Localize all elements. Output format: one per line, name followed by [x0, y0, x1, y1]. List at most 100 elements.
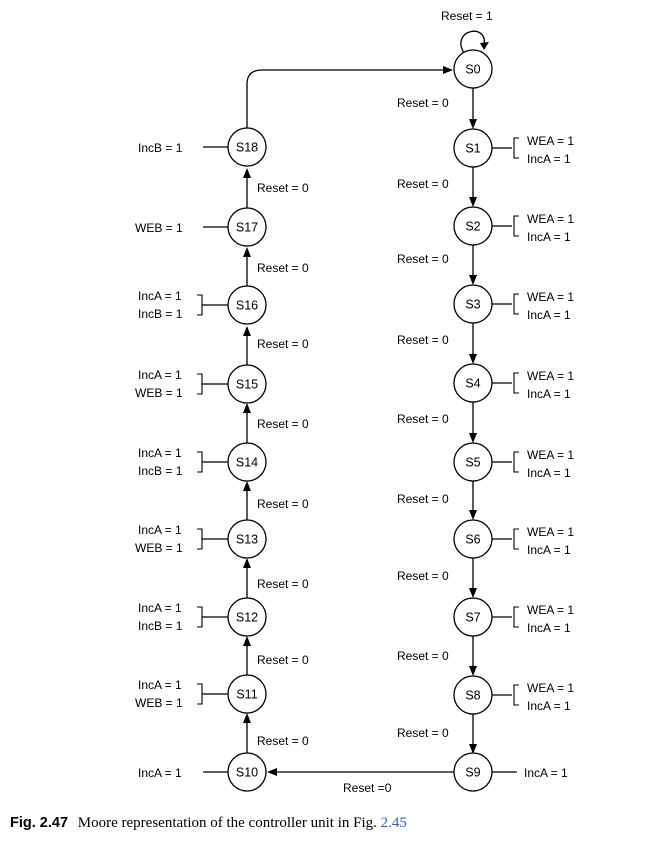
svg-text:IncA = 1: IncA = 1 [527, 543, 571, 557]
svg-text:S15: S15 [236, 378, 258, 392]
state-s7: S7 [453, 597, 493, 637]
label-s1-s2: Reset = 0 [397, 177, 449, 191]
state-s16: S16 [227, 285, 267, 325]
outputs-s14: IncA = 1 IncB = 1 [138, 446, 228, 478]
state-s0: S0 [453, 49, 493, 89]
state-s18: S18 [227, 127, 267, 167]
svg-text:IncA = 1: IncA = 1 [527, 230, 571, 244]
svg-text:S0: S0 [465, 63, 480, 77]
state-s13: S13 [227, 519, 267, 559]
state-s14: S14 [227, 442, 267, 482]
svg-text:S17: S17 [236, 221, 258, 235]
arrowhead-s10 [267, 768, 277, 776]
arrowhead-s6 [469, 510, 477, 520]
svg-text:S11: S11 [236, 688, 257, 702]
outputs-s5: WEA = 1 IncA = 1 [492, 448, 574, 480]
self-loop-arrow [460, 30, 485, 54]
figure-reference-link[interactable]: 2.45 [380, 815, 407, 831]
state-s11: S11 [227, 674, 267, 714]
state-s2: S2 [453, 206, 493, 246]
self-loop-arrowhead [480, 42, 489, 50]
svg-text:WEB = 1: WEB = 1 [135, 541, 183, 555]
outputs-s9: IncA = 1 [492, 766, 568, 780]
svg-text:S13: S13 [236, 533, 258, 547]
self-loop-label: Reset = 1 [441, 9, 493, 23]
outputs-s2: WEA = 1 IncA = 1 [492, 212, 574, 244]
outputs-s12: IncA = 1 IncB = 1 [138, 601, 228, 633]
outputs-s3: WEA = 1 IncA = 1 [492, 290, 574, 322]
label-s9-s10: Reset =0 [343, 781, 392, 795]
svg-text:S1: S1 [465, 142, 480, 156]
arrowhead-s4 [469, 354, 477, 364]
svg-text:IncA = 1: IncA = 1 [138, 446, 182, 460]
label-s17-s18: Reset = 0 [257, 181, 309, 195]
arrowhead-s5 [469, 433, 477, 443]
svg-text:WEB = 1: WEB = 1 [135, 221, 183, 235]
label-s5-s6: Reset = 0 [397, 492, 449, 506]
svg-text:S14: S14 [236, 456, 258, 470]
state-s5: S5 [453, 442, 493, 482]
state-s12: S12 [227, 597, 267, 637]
arrowhead-s15 [243, 403, 251, 413]
figure-caption: Fig. 2.47 Moore representation of the co… [10, 815, 407, 832]
outputs-s1: WEA = 1 IncA = 1 [492, 134, 574, 166]
state-s6: S6 [453, 519, 493, 559]
arrowhead-s1 [469, 119, 477, 129]
label-s11-s12: Reset = 0 [257, 653, 309, 667]
arrowhead-s14 [243, 481, 251, 491]
label-s2-s3: Reset = 0 [397, 252, 449, 266]
svg-text:WEA = 1: WEA = 1 [527, 603, 574, 617]
arrowhead-s3 [469, 275, 477, 285]
svg-text:S8: S8 [465, 689, 480, 703]
label-s3-s4: Reset = 0 [397, 333, 449, 347]
svg-text:IncA = 1: IncA = 1 [527, 466, 571, 480]
svg-text:IncA = 1: IncA = 1 [138, 601, 182, 615]
svg-text:IncA = 1: IncA = 1 [527, 152, 571, 166]
svg-text:S9: S9 [465, 766, 480, 780]
svg-text:IncA = 1: IncA = 1 [524, 766, 568, 780]
svg-text:WEA = 1: WEA = 1 [527, 290, 574, 304]
svg-text:WEA = 1: WEA = 1 [527, 134, 574, 148]
svg-text:WEA = 1: WEA = 1 [527, 525, 574, 539]
svg-text:WEB = 1: WEB = 1 [135, 386, 183, 400]
label-s8-s9: Reset = 0 [397, 726, 449, 740]
outputs-s13: IncA = 1 WEB = 1 [135, 523, 228, 555]
state-s9: S9 [453, 752, 493, 792]
svg-text:S16: S16 [236, 299, 258, 313]
caption-text: Moore representation of the controller u… [77, 815, 377, 831]
label-s16-s17: Reset = 0 [257, 261, 309, 275]
outputs-s11: IncA = 1 WEB = 1 [135, 678, 228, 710]
label-s14-s15: Reset = 0 [257, 417, 309, 431]
state-s4: S4 [453, 363, 493, 403]
label-s12-s13: Reset = 0 [257, 577, 309, 591]
svg-text:IncA = 1: IncA = 1 [527, 699, 571, 713]
svg-text:IncA = 1: IncA = 1 [138, 289, 182, 303]
arrowhead-s11 [243, 713, 251, 723]
svg-text:IncB = 1: IncB = 1 [138, 619, 183, 633]
arrowhead-s16 [243, 326, 251, 336]
label-s0-s1: Reset = 0 [397, 96, 449, 110]
svg-text:IncA = 1: IncA = 1 [138, 766, 182, 780]
state-s10: S10 [227, 752, 267, 792]
svg-text:IncB = 1: IncB = 1 [138, 464, 183, 478]
svg-text:WEA = 1: WEA = 1 [527, 212, 574, 226]
svg-text:WEA = 1: WEA = 1 [527, 369, 574, 383]
outputs-s6: WEA = 1 IncA = 1 [492, 525, 574, 557]
svg-text:S6: S6 [465, 533, 480, 547]
svg-text:WEB = 1: WEB = 1 [135, 696, 183, 710]
label-s10-s11: Reset = 0 [257, 734, 309, 748]
outputs-s15: IncA = 1 WEB = 1 [135, 368, 228, 400]
arrowhead-s17 [243, 247, 251, 257]
outputs-s18: IncB = 1 [138, 141, 228, 155]
label-s15-s16: Reset = 0 [257, 337, 309, 351]
outputs-s7: WEA = 1 IncA = 1 [492, 603, 574, 635]
label-s7-s8: Reset = 0 [397, 649, 449, 663]
svg-text:IncB = 1: IncB = 1 [138, 141, 183, 155]
svg-text:IncA = 1: IncA = 1 [138, 678, 182, 692]
arrowhead-s8 [469, 666, 477, 676]
arrowhead-s18 [243, 168, 251, 178]
state-s1: S1 [453, 128, 493, 168]
arrowhead-s2 [469, 197, 477, 207]
state-s3: S3 [453, 284, 493, 324]
